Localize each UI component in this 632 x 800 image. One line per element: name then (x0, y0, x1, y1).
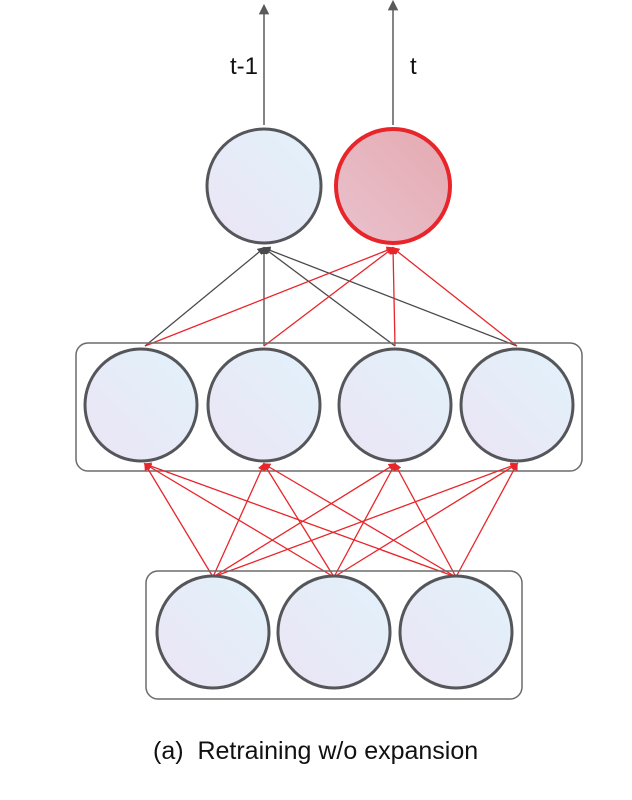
hidden-layer-box (75, 342, 583, 472)
hidden-node-4 (459, 347, 575, 463)
output-node-curr (334, 127, 452, 245)
hidden-node-3 (337, 347, 453, 463)
hidden-node-2 (206, 347, 322, 463)
figure-caption: (a) Retraining w/o expansion (153, 737, 478, 765)
output-label-prev: t-1 (230, 53, 258, 80)
input-to-hidden-edges (143, 462, 519, 578)
input-node-2 (276, 574, 392, 690)
input-node-3 (398, 574, 514, 690)
input-layer-box (145, 570, 523, 700)
hidden-node-1 (83, 347, 199, 463)
output-label-curr: t (410, 53, 417, 80)
hidden-to-curr-output-edges (144, 246, 518, 347)
output-node-prev (205, 127, 323, 245)
hidden-to-prev-output-edges (144, 246, 518, 347)
input-node-1 (155, 574, 271, 690)
